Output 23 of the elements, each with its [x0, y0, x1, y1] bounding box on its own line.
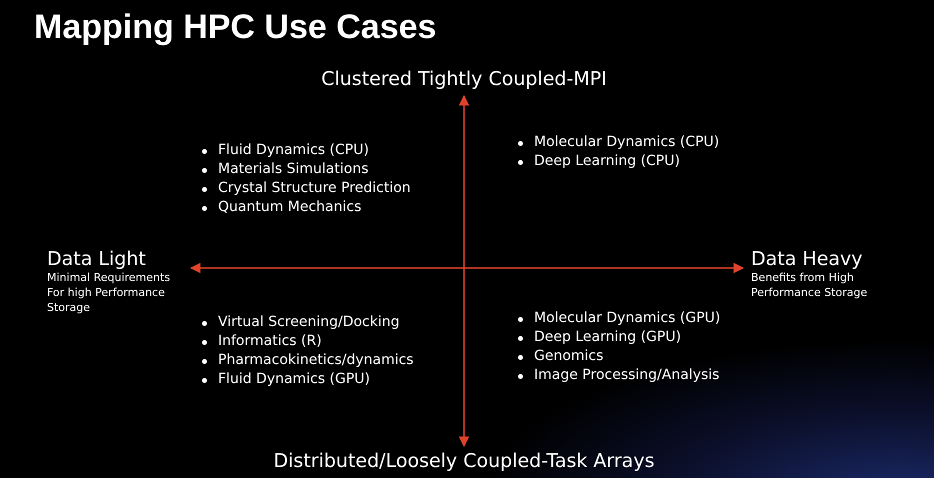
bullet-item: Molecular Dynamics (GPU): [534, 310, 720, 326]
axis-label: Distributed/Loosely Coupled-Task Arrays: [274, 450, 654, 472]
double-arrow: [190, 262, 744, 274]
bullet-item: Pharmacokinetics/dynamics: [218, 352, 414, 368]
bullet-item: Image Processing/Analysis: [534, 367, 720, 383]
bullet-item: Deep Learning (GPU): [534, 329, 682, 345]
axis-label: Data Heavy: [751, 248, 864, 270]
axis-description: Benefits from High Performance Storage: [751, 270, 868, 300]
bullet-item: Crystal Structure Prediction: [218, 180, 411, 196]
axis-label: Clustered Tightly Coupled-MPI: [321, 68, 607, 90]
bullet-item: Fluid Dynamics (CPU): [218, 142, 369, 158]
bullet-item: Virtual Screening/Docking: [218, 314, 400, 330]
bullet-item: Deep Learning (CPU): [534, 153, 680, 169]
double-arrow: [458, 94, 470, 448]
bullet-item: Materials Simulations: [218, 161, 368, 177]
slide-title: Mapping HPC Use Cases: [34, 8, 436, 47]
bullet-item: Molecular Dynamics (CPU): [534, 134, 720, 150]
bullet-item: Quantum Mechanics: [218, 199, 362, 215]
bullet-item: Fluid Dynamics (GPU): [218, 371, 370, 387]
bullet-item: Genomics: [534, 348, 604, 364]
axis-label: Data Light: [47, 248, 147, 270]
bullet-item: Informatics (R): [218, 333, 322, 349]
axis-description: Minimal Requirements For high Performance Storage: [47, 270, 172, 315]
